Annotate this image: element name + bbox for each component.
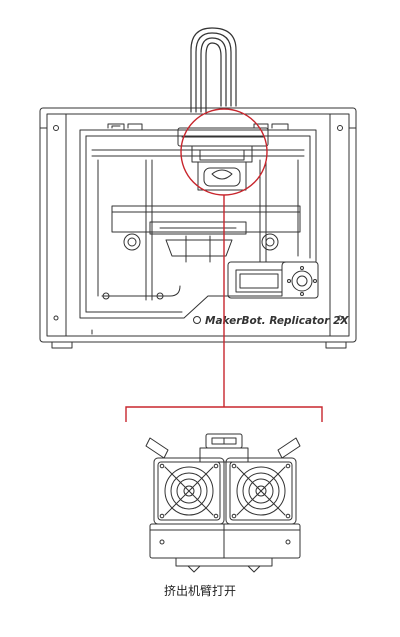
leader-bracket: [125, 406, 323, 422]
control-panel: [227, 261, 319, 299]
extruder-carriage: [177, 127, 269, 191]
brand-logo-icon: [193, 316, 201, 324]
build-platform: [111, 205, 301, 263]
printer-brand-label: MakerBot. Replicator 2X: [205, 315, 349, 327]
highlight-circle: [180, 108, 268, 196]
extruder-base: [149, 523, 301, 573]
base-details: [91, 285, 181, 335]
callout: [125, 108, 323, 422]
printer-illustration: [39, 27, 357, 349]
filament-tubes: [190, 27, 237, 113]
right-fan-housing: [225, 457, 297, 525]
lid-clips: [107, 123, 289, 131]
extruder-detail: [145, 433, 301, 573]
printer-frame: [39, 107, 357, 349]
right-arm-tab: [277, 437, 301, 459]
build-chamber: [79, 129, 317, 319]
left-fan-housing: [153, 457, 225, 525]
detail-caption: 挤出机臂打开: [163, 584, 236, 598]
left-arm-tab: [145, 437, 169, 459]
